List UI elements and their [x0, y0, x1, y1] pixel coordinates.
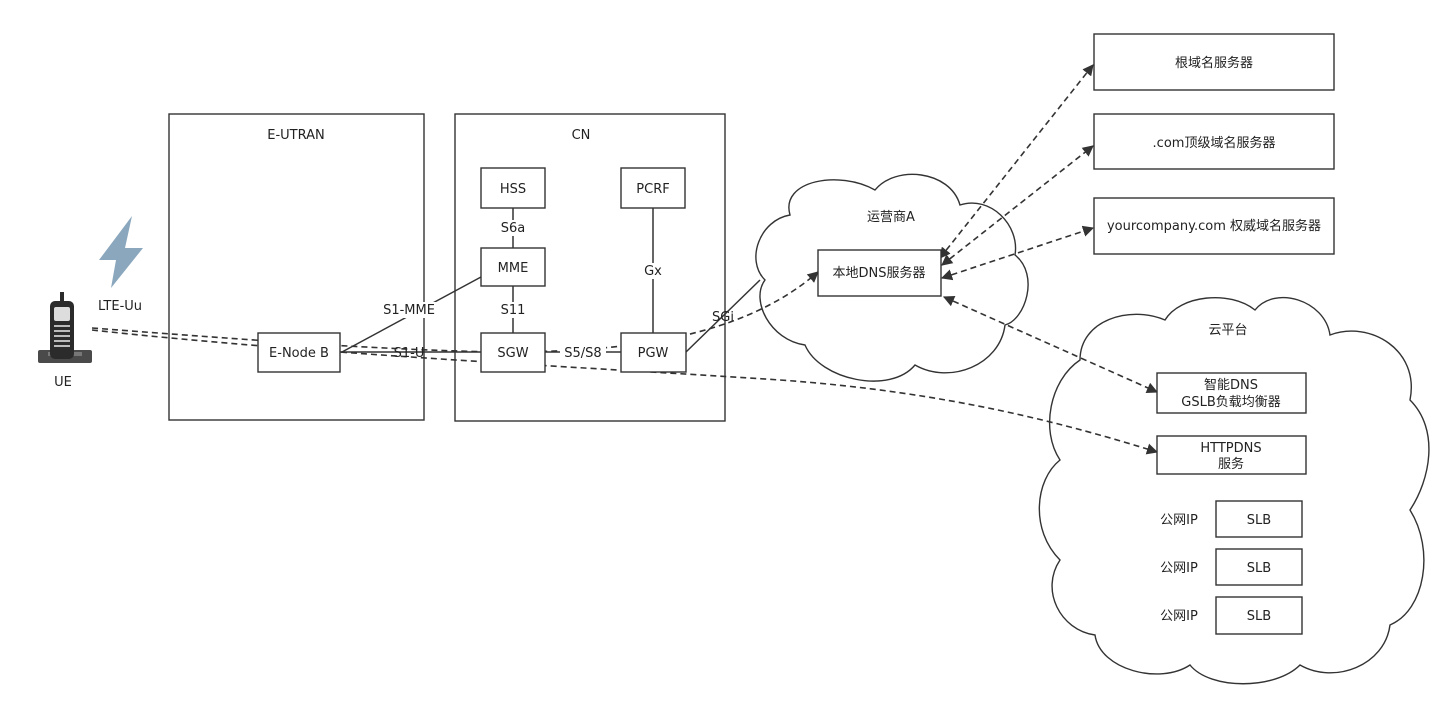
tld-dns-label: .com顶级域名服务器	[1153, 135, 1276, 151]
pcrf-label: PCRF	[636, 182, 669, 197]
public-ip-label-1: 公网IP	[1160, 513, 1198, 528]
public-ip-label-3: 公网IP	[1160, 609, 1198, 624]
enodeb-label: E-Node B	[269, 346, 329, 361]
sgw-box	[480, 332, 546, 373]
pgw-box	[620, 332, 687, 373]
slb-box-3	[1215, 596, 1303, 635]
mme-box	[480, 247, 546, 287]
tld-dns-box	[1093, 113, 1335, 170]
ue-to-local-dns-flow	[91, 271, 819, 353]
httpdns-label-line2: 服务	[1218, 456, 1244, 472]
ue-label: UE	[54, 375, 72, 390]
gslb-label-line1: 智能DNS	[1204, 378, 1258, 393]
s5-s8-label: S5/S8	[564, 346, 601, 361]
slb-box-2	[1215, 548, 1303, 586]
slb-label-1: SLB	[1247, 513, 1271, 528]
eutran-frame	[168, 113, 425, 421]
slb-label-3: SLB	[1247, 609, 1271, 624]
s1-mme-label: S1-MME	[383, 303, 435, 318]
lightning-icon	[99, 216, 143, 288]
enodeb-box	[257, 332, 341, 373]
cn-title: CN	[572, 128, 591, 143]
eutran-title: E-UTRAN	[267, 128, 324, 143]
phone-icon	[38, 292, 92, 363]
hss-label: HSS	[500, 182, 526, 197]
pcrf-box	[620, 167, 686, 209]
mme-label: MME	[498, 261, 529, 276]
lte-uu-label: LTE-Uu	[98, 299, 142, 314]
httpdns-box	[1156, 435, 1307, 475]
operator-title: 运营商A	[867, 210, 915, 225]
local-dns-to-gslb-flow	[942, 295, 1159, 394]
authoritative-dns-label: yourcompany.com 权威域名服务器	[1107, 218, 1321, 234]
local-dns-to-authoritative-flow	[940, 225, 1095, 281]
s6a-label: S6a	[501, 221, 526, 236]
httpdns-label-line1: HTTPDNS	[1200, 441, 1261, 456]
authoritative-dns-box	[1093, 197, 1335, 255]
gslb-label-line2: GSLB负载均衡器	[1181, 395, 1281, 410]
s1-u-label: S1-U	[394, 346, 425, 361]
root-dns-box	[1093, 33, 1335, 91]
slb-label-2: SLB	[1247, 561, 1271, 576]
local-dns-box	[817, 249, 942, 297]
cloud-platform-title: 云平台	[1208, 323, 1247, 338]
public-ip-label-2: 公网IP	[1160, 561, 1198, 576]
gslb-box	[1156, 372, 1307, 414]
hss-box	[480, 167, 546, 209]
sgi-label: SGi	[712, 310, 734, 325]
cloud-platform-cloud	[1038, 296, 1430, 685]
pgw-label: PGW	[638, 346, 669, 361]
slb-box-1	[1215, 500, 1303, 538]
sgw-label: SGW	[497, 346, 528, 361]
sgi-link	[685, 279, 761, 353]
s11-label: S11	[501, 303, 526, 318]
root-dns-label: 根域名服务器	[1175, 55, 1253, 71]
local-dns-label: 本地DNS服务器	[833, 265, 926, 281]
gx-label: Gx	[644, 264, 662, 279]
